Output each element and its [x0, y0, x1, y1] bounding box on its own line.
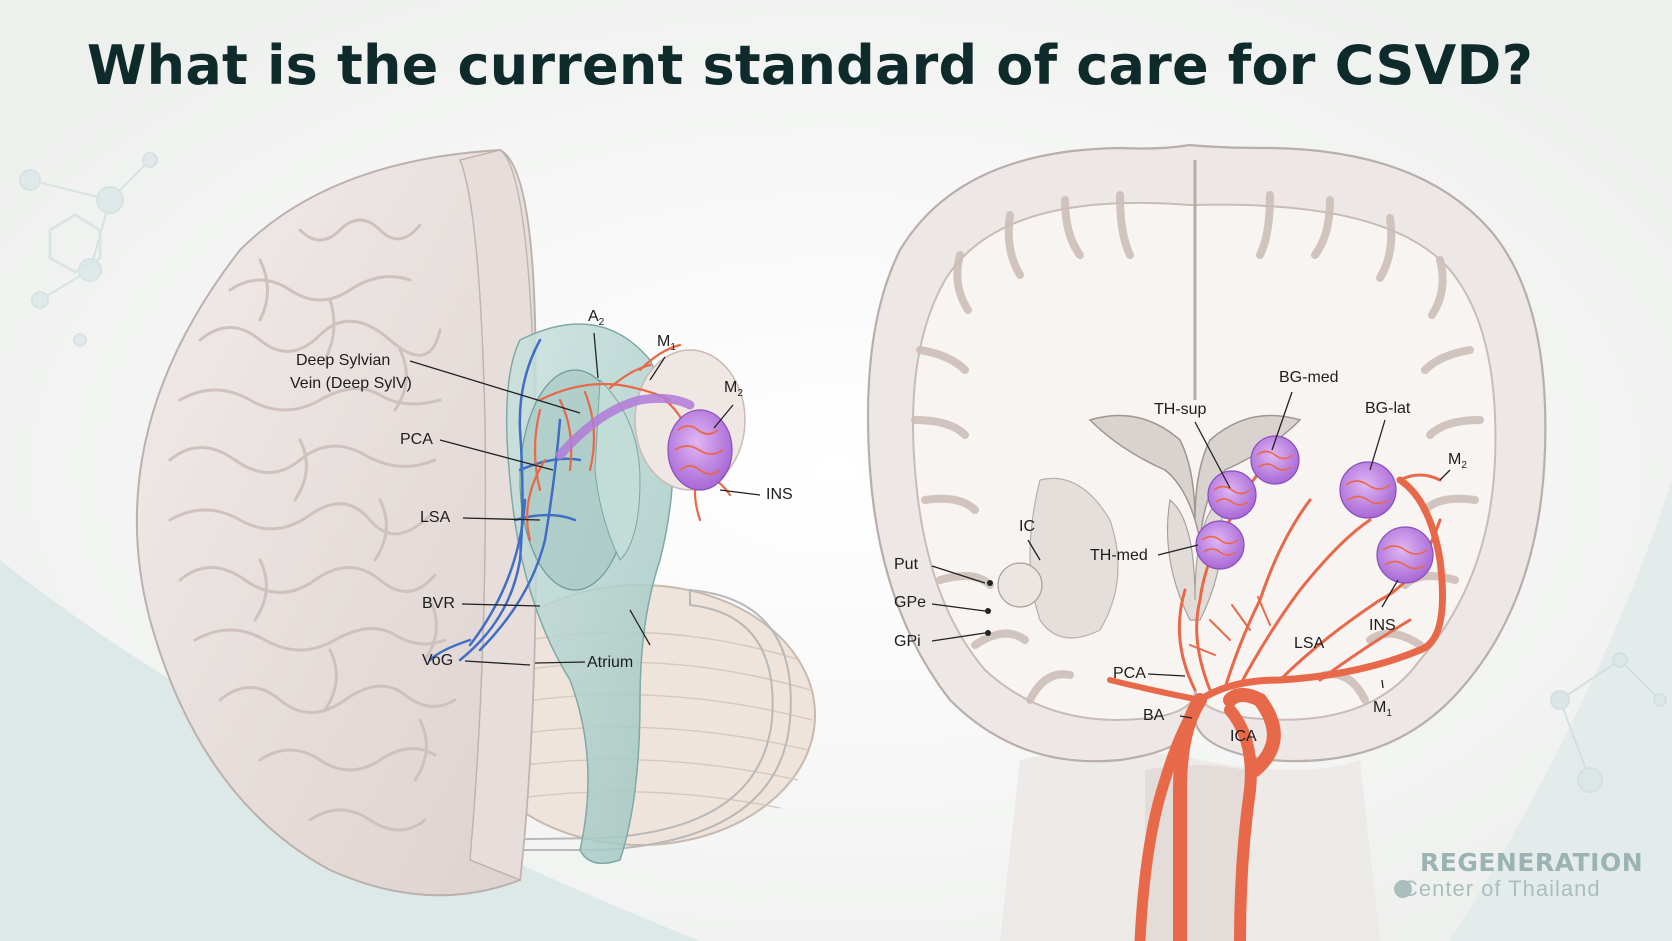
label-a2-letter: A	[588, 308, 599, 325]
label-m2-right-letter: M	[1448, 451, 1462, 468]
label-atrium: Atrium	[587, 654, 634, 671]
caudate	[594, 378, 641, 561]
m2-cluster-left	[667, 409, 733, 491]
label-gpi: GPi	[894, 633, 921, 650]
label-put: Put	[894, 556, 919, 573]
label-ica: ICA	[1230, 728, 1257, 745]
label-deep-sylvian-line2: Vein (Deep SylV)	[290, 375, 412, 392]
label-m1-left: M1	[657, 332, 676, 354]
label-m1-right-letter: M	[1373, 699, 1387, 716]
label-m1-left-sub: 1	[670, 342, 676, 353]
label-m1-right-sub: 1	[1386, 708, 1392, 719]
label-ba: BA	[1143, 707, 1165, 724]
label-vog: VoG	[422, 652, 454, 669]
label-deep-sylvian-line1: Deep Sylvian	[296, 352, 391, 369]
molecule-decor-right	[1550, 652, 1667, 793]
label-bg-med: BG-med	[1279, 369, 1339, 386]
label-m1-right: M1	[1373, 698, 1392, 720]
label-lsa-left: LSA	[420, 509, 451, 526]
lateral-ventricles	[1088, 414, 1302, 541]
label-m2-left-letter: M	[724, 379, 738, 396]
label-bvr: BVR	[422, 595, 455, 612]
label-m2-left: M2	[724, 378, 743, 400]
label-a2: A2	[588, 307, 604, 329]
label-ins-left: INS	[766, 486, 793, 503]
label-th-sup: TH-sup	[1154, 401, 1207, 418]
label-ic: IC	[1019, 518, 1035, 535]
watermark-line1: REGENERATION	[1420, 848, 1644, 877]
bg-wave-right	[1450, 480, 1672, 941]
label-m2-right-sub: 2	[1461, 460, 1467, 471]
label-m2-right: M2	[1448, 450, 1467, 472]
leader-lines	[409, 332, 1451, 719]
watermark-logo-icon	[1394, 880, 1412, 898]
hemisphere-cut-face	[458, 149, 537, 882]
cluster-ins	[1376, 526, 1434, 584]
molecule-decor-left	[19, 152, 158, 347]
slide-title: What is the current standard of care for…	[86, 34, 1534, 97]
deep-sylvian-vein	[555, 393, 695, 460]
label-gpe: GPe	[894, 594, 927, 611]
arteries-left	[526, 343, 732, 542]
left-brain-illustration	[135, 148, 816, 897]
leader-dots	[985, 580, 993, 636]
watermark-line2: Center of Thailand	[1402, 876, 1601, 901]
gp-structure	[997, 562, 1043, 608]
bg-wave-left	[0, 560, 700, 941]
right-brain-illustration	[866, 143, 1547, 941]
label-th-med: TH-med	[1090, 547, 1148, 564]
arteries-right	[1107, 458, 1446, 941]
label-a2-sub: 2	[598, 317, 605, 328]
label-pca-right: PCA	[1113, 665, 1146, 682]
label-lsa-right: LSA	[1294, 635, 1325, 652]
label-pca-left: PCA	[400, 431, 433, 448]
label-m1-left-letter: M	[657, 333, 671, 350]
cluster-bg-med	[1250, 435, 1300, 485]
cluster-th-med	[1195, 520, 1245, 570]
cluster-th-sup	[1207, 470, 1257, 520]
cluster-bg-lat	[1339, 461, 1397, 519]
brainstem	[1145, 765, 1245, 941]
gyri-pattern	[168, 218, 457, 832]
label-ins-right: INS	[1369, 617, 1396, 634]
label-bg-lat: BG-lat	[1365, 400, 1411, 417]
label-m2-left-sub: 2	[737, 388, 743, 399]
